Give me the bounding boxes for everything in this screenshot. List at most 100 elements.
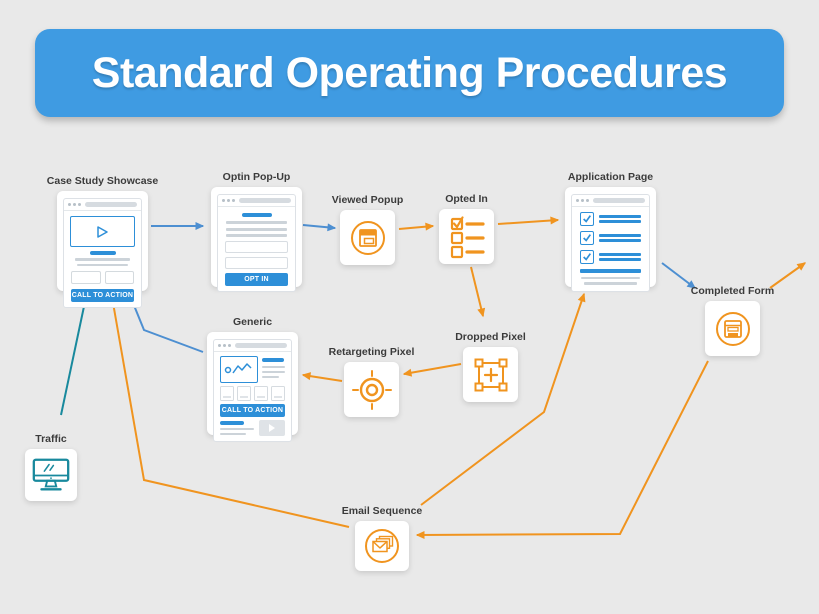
- node-label: Generic: [232, 316, 273, 328]
- text-lines: [599, 251, 641, 264]
- chart-thumbnail-icon: [220, 356, 258, 383]
- node-email-sequence: Email Sequence: [342, 505, 422, 571]
- thumbnail-placeholder: [254, 386, 268, 401]
- edge-completed-form-to-offscreen: [769, 262, 807, 289]
- webpage-mockup: [571, 194, 650, 292]
- url-bar-placeholder: [593, 198, 645, 203]
- text-line-placeholder: [220, 428, 254, 430]
- target-crosshair-icon: [351, 369, 392, 410]
- edge-viewed-popup-to-opted-in: [398, 222, 435, 231]
- footer-row: [220, 420, 285, 436]
- browser-dot: [222, 199, 225, 202]
- title-banner: Standard Operating Procedures: [35, 29, 784, 117]
- browser-dot: [223, 344, 226, 347]
- browser-chrome: [572, 195, 649, 207]
- text-line-placeholder: [226, 221, 287, 224]
- text-line-placeholder: [599, 234, 641, 237]
- browser-dot: [73, 203, 76, 206]
- browser-dot: [586, 199, 589, 202]
- edge-retargeting-to-generic: [301, 372, 343, 382]
- call-to-action-button: CALL TO ACTION: [220, 404, 285, 417]
- node-completed-form: Completed Form: [691, 285, 774, 356]
- page-title: Standard Operating Procedures: [91, 48, 728, 97]
- form-icon: [715, 311, 750, 346]
- node-label: Case Study Showcase: [46, 175, 159, 187]
- text-line-placeholder: [75, 258, 130, 261]
- text-column: [220, 420, 254, 435]
- browser-chrome: [64, 199, 141, 211]
- edge-dropped-to-retargeting: [402, 363, 462, 377]
- email-stack-icon: [365, 529, 399, 563]
- node-label: Application Page: [567, 171, 654, 183]
- opt-in-button: OPT IN: [225, 273, 288, 286]
- node-label: Optin Pop-Up: [222, 171, 291, 183]
- thumbnail-placeholder: [237, 386, 251, 401]
- text-line-placeholder: [599, 220, 641, 223]
- browser-dot: [68, 203, 71, 206]
- browser-chrome: [218, 195, 295, 207]
- heading-placeholder: [220, 421, 244, 425]
- text-column: [262, 356, 285, 383]
- thumbnail-placeholder: [271, 386, 285, 401]
- browser-chrome: [214, 340, 291, 352]
- url-bar-placeholder: [85, 202, 137, 207]
- node-label: Viewed Popup: [331, 194, 404, 206]
- text-line-placeholder: [77, 263, 128, 266]
- node-label: Retargeting Pixel: [328, 346, 415, 358]
- text-lines: [599, 232, 641, 245]
- text-line-placeholder: [581, 276, 640, 279]
- node-dropped-pixel: Dropped Pixel: [455, 331, 526, 402]
- divider-placeholder: [580, 269, 641, 273]
- video-thumbnail-icon: [259, 420, 285, 436]
- hero-row: [220, 356, 285, 383]
- thumbnail-placeholder: [220, 386, 234, 401]
- node-label: Opted In: [445, 193, 488, 205]
- computer-monitor-icon: [32, 458, 70, 491]
- checklist-icon: [450, 215, 485, 258]
- heading-placeholder: [89, 251, 116, 255]
- node-label: Traffic: [35, 433, 67, 445]
- checklist-row: [580, 212, 641, 226]
- text-line-placeholder: [584, 282, 637, 285]
- text-line-placeholder: [599, 239, 641, 242]
- url-bar-placeholder: [239, 198, 291, 203]
- text-line-placeholder: [220, 433, 246, 435]
- browser-dot: [227, 199, 230, 202]
- node-traffic: Traffic: [25, 433, 77, 501]
- webpage-mockup: CALL TO ACTION: [63, 198, 142, 308]
- browser-dot: [78, 203, 81, 206]
- url-bar-placeholder: [235, 343, 287, 348]
- node-optin-popup: Optin Pop-Up OPT IN: [211, 171, 302, 292]
- node-generic: Generic: [207, 316, 298, 442]
- node-viewed-popup: Viewed Popup: [332, 194, 403, 265]
- thumbnail-row: [220, 386, 285, 401]
- text-line-placeholder: [599, 258, 641, 261]
- node-retargeting-pixel: Retargeting Pixel: [329, 346, 414, 417]
- checkbox-checked-icon: [580, 231, 594, 245]
- text-line-placeholder: [262, 366, 285, 368]
- edge-generic-to-case-study: [130, 296, 204, 353]
- node-label: Completed Form: [690, 285, 775, 297]
- heading-placeholder: [241, 213, 272, 217]
- video-player-placeholder: [70, 216, 135, 247]
- node-application-page: Application Page: [565, 171, 656, 292]
- edge-traffic-to-case-study: [60, 295, 89, 416]
- browser-dot: [218, 344, 221, 347]
- text-line-placeholder: [226, 234, 287, 237]
- checkbox-checked-icon: [580, 212, 594, 226]
- field-row: [71, 271, 134, 284]
- node-case-study-showcase: Case Study Showcase CALL TO ACTION: [47, 175, 158, 308]
- field-placeholder: [71, 271, 101, 284]
- heading-placeholder: [262, 358, 284, 362]
- checkbox-checked-icon: [580, 250, 594, 264]
- node-label: Dropped Pixel: [455, 331, 526, 343]
- input-placeholder: [225, 241, 288, 253]
- call-to-action-button: CALL TO ACTION: [71, 289, 134, 302]
- text-line-placeholder: [599, 215, 641, 218]
- browser-dot: [581, 199, 584, 202]
- popup-window-icon: [350, 220, 385, 255]
- node-label: Email Sequence: [341, 505, 423, 517]
- webpage-mockup: CALL TO ACTION: [213, 339, 292, 442]
- browser-dot: [232, 199, 235, 202]
